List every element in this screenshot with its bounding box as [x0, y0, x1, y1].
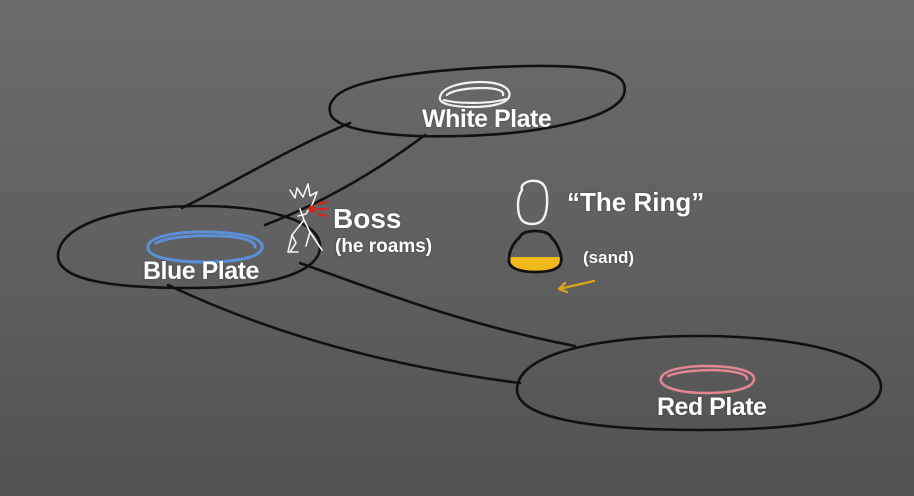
sand-bag-outline — [507, 229, 563, 274]
bridge-blue-red-lower — [166, 283, 522, 385]
platform-blue — [56, 204, 322, 290]
white-plate — [438, 80, 511, 109]
boss-figure — [287, 183, 323, 253]
blue-plate — [146, 230, 264, 264]
blue-plate-label: Blue Plate — [143, 257, 259, 285]
sand-fill — [508, 257, 562, 271]
sand-arrow — [558, 279, 596, 291]
boss-note: (he roams) — [335, 236, 433, 257]
red-plate — [659, 364, 756, 395]
bridge-blue-white-upper — [180, 121, 352, 210]
ring-object — [507, 179, 596, 294]
platform-red — [515, 334, 883, 432]
bridge-blue-red-upper — [298, 261, 577, 348]
bridge-blue-white-lower — [263, 133, 427, 227]
boss-label: Boss — [333, 203, 402, 234]
white-plate-label: White Plate — [422, 105, 552, 133]
boss-mouth-mark — [308, 201, 328, 217]
ring-loop — [516, 179, 549, 226]
ring-label: “The Ring” — [567, 187, 705, 217]
platform-white — [328, 64, 627, 138]
red-plate-label: Red Plate — [657, 393, 767, 421]
sand-label: (sand) — [583, 248, 634, 267]
